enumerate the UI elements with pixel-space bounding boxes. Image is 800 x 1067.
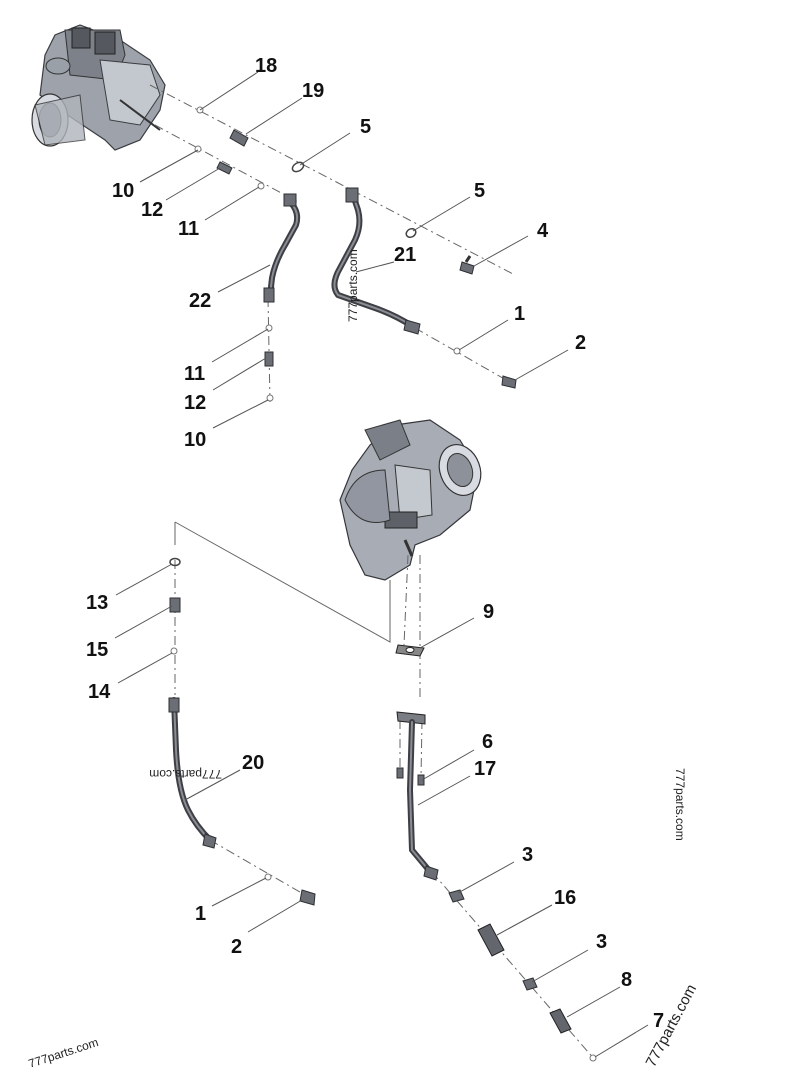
watermark-right-vertical: 777parts.com: [673, 768, 687, 841]
top-small-parts: [194, 106, 517, 402]
watermark-bottom-right: 777parts.com: [643, 982, 701, 1067]
watermark-mirrored: 777parts.com: [149, 767, 222, 781]
pipe-21: [331, 187, 421, 335]
fitting-15: [169, 597, 181, 613]
fitting-2-bottom: [299, 889, 316, 906]
fitting-12-lower: [264, 351, 274, 367]
bolt-6-a: [396, 767, 404, 779]
callout-4: 4: [537, 220, 549, 242]
callout-11-lower: 11: [184, 363, 205, 385]
callout-5-lower: 5: [474, 180, 485, 202]
fitting-3-a: [448, 889, 465, 903]
callout-21: 21: [394, 244, 416, 266]
callout-13: 13: [86, 592, 108, 614]
callout-5-upper: 5: [360, 116, 371, 138]
bottom-assembly-axes: [174, 521, 596, 1061]
callout-2-top: 2: [575, 332, 586, 354]
callout-11-top: 11: [178, 218, 199, 240]
callout-10-top: 10: [112, 180, 134, 202]
callout-6: 6: [482, 731, 493, 753]
pipe-20: [168, 697, 217, 849]
callout-19: 19: [302, 80, 324, 102]
bolt-4: [459, 255, 475, 275]
pipe-17: [396, 711, 439, 881]
callout-3-lower: 3: [596, 931, 607, 953]
pipe-22: [263, 193, 301, 303]
watermark-top-vertical: 777parts.com: [346, 249, 360, 322]
sleeve-16: [477, 923, 505, 957]
callout-9: 9: [483, 601, 494, 623]
turbocharger-top: [31, 24, 166, 151]
callout-1-bottom: 1: [195, 903, 206, 925]
bottom-small-parts: [169, 557, 597, 1062]
callout-2-bottom: 2: [231, 936, 242, 958]
turbocharger-bottom: [339, 419, 482, 581]
callout-8: 8: [621, 969, 632, 991]
callout-10-lower: 10: [184, 429, 206, 451]
callout-17: 17: [474, 758, 496, 780]
callout-16: 16: [554, 887, 576, 909]
leader-lines: [114, 71, 649, 1058]
callout-22: 22: [189, 290, 211, 312]
fitting-12-top: [216, 161, 233, 175]
callout-1-top: 1: [514, 303, 525, 325]
fitting-8: [549, 1008, 572, 1034]
top-assembly-axes: [149, 84, 516, 403]
fitting-19: [229, 129, 249, 147]
callout-3-upper: 3: [522, 844, 533, 866]
callout-numbers: 18 19 5 5 4 21 1 2 10 12 11 22 11 12 10 …: [86, 55, 664, 1032]
callout-18: 18: [255, 55, 277, 77]
callout-7: 7: [653, 1010, 664, 1032]
callout-20: 20: [242, 752, 264, 774]
bolt-6-b: [417, 774, 425, 786]
callout-12-lower: 12: [184, 392, 206, 414]
callout-12-top: 12: [141, 199, 163, 221]
fitting-2-top: [501, 375, 517, 389]
callout-15: 15: [86, 639, 108, 661]
callout-14: 14: [88, 681, 111, 703]
watermark-bottom-left: 777parts.com: [27, 1035, 100, 1067]
gasket-9: [395, 644, 425, 657]
